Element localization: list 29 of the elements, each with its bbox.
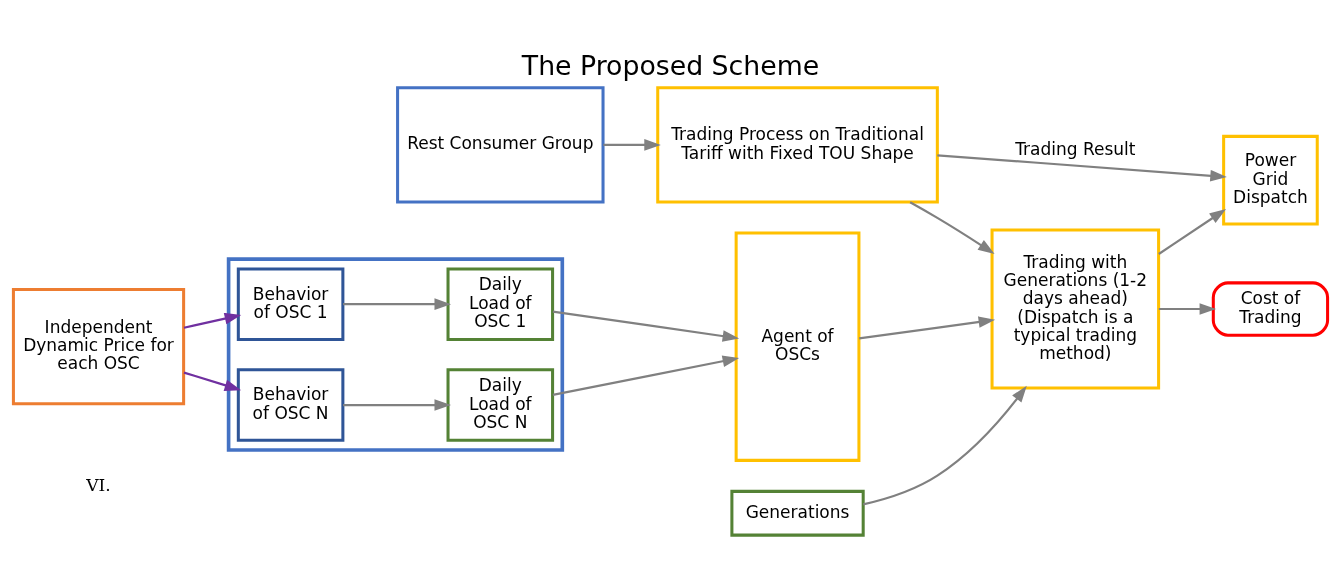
arrow bbox=[183, 371, 242, 391]
node-box: Trading with Generations (1-2 days ahead) (Dispatch is a typical trading method) bbox=[990, 228, 1161, 390]
node-box: Agent of OSCs bbox=[734, 231, 861, 462]
node-box: Independent Dynamic Price for each OSC bbox=[11, 288, 186, 406]
edge-label: Trading Result bbox=[1015, 138, 1136, 159]
arrow bbox=[1158, 209, 1227, 255]
cluster bbox=[226, 257, 565, 452]
arrow bbox=[183, 312, 242, 329]
arrow bbox=[343, 399, 452, 411]
node-box: Trading Process on Traditional Tariff with Fixed TOU Shape bbox=[656, 86, 939, 204]
arrow bbox=[552, 310, 740, 342]
arrow bbox=[863, 385, 1027, 506]
node-box: Power Grid Dispatch bbox=[1222, 134, 1319, 226]
node-box: Behavior of OSC N bbox=[236, 368, 345, 442]
label: VI. bbox=[86, 475, 111, 496]
arrow bbox=[937, 154, 1227, 182]
arrow bbox=[859, 316, 996, 340]
arrow bbox=[603, 139, 661, 151]
arrow bbox=[1158, 303, 1217, 315]
node-box: Daily Load of OSC N bbox=[446, 368, 555, 442]
node-box: Cost of Trading bbox=[1211, 281, 1330, 337]
node-box: Behavior of OSC 1 bbox=[236, 267, 345, 341]
node-box: Daily Load of OSC 1 bbox=[446, 267, 555, 341]
node-box: Rest Consumer Group bbox=[396, 86, 605, 204]
arrow bbox=[343, 298, 452, 310]
arrow bbox=[552, 355, 740, 396]
node-box: Generations bbox=[730, 489, 865, 537]
diagram-title: The Proposed Scheme bbox=[521, 50, 820, 82]
arrow bbox=[909, 201, 995, 254]
